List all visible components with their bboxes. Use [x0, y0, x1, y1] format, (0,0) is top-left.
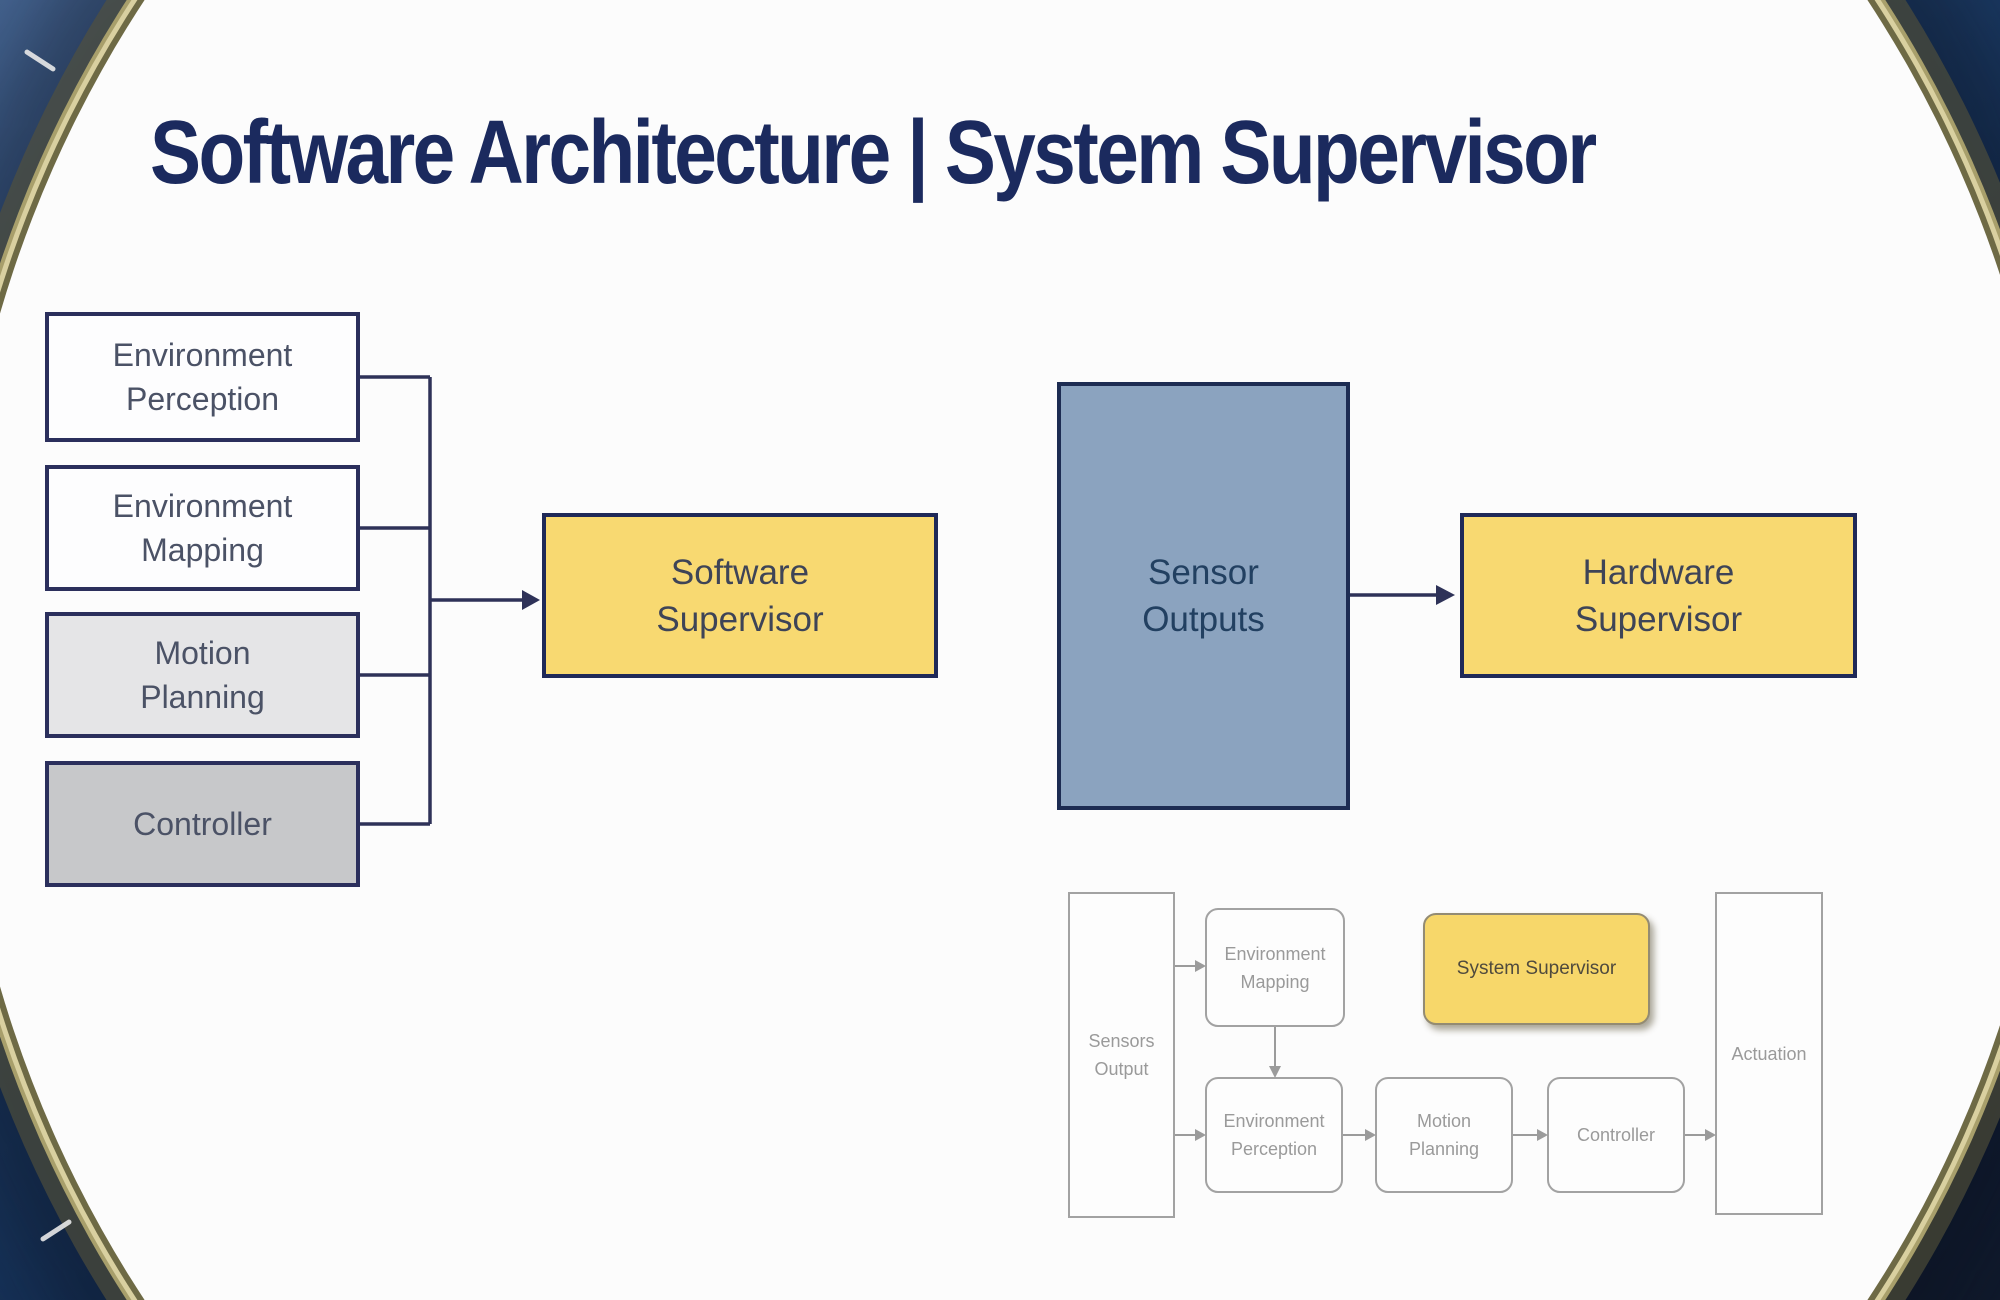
ring-tick-top-left — [23, 48, 57, 73]
mini-sensors-output-box: Sensors Output — [1068, 892, 1175, 1218]
mini-system-supervisor-box: System Supervisor — [1423, 913, 1650, 1025]
environment-perception-box: Environment Perception — [45, 312, 360, 442]
motion-planning-box: Motion Planning — [45, 612, 360, 738]
mini-motion-planning-box: Motion Planning — [1375, 1077, 1513, 1193]
mini-environment-perception-box: Environment Perception — [1205, 1077, 1343, 1193]
environment-mapping-box: Environment Mapping — [45, 465, 360, 591]
slide-title: Software Architecture | System Superviso… — [150, 103, 1597, 203]
mini-controller-box: Controller — [1547, 1077, 1685, 1193]
sensor-outputs-box: Sensor Outputs — [1057, 382, 1350, 810]
ring-tick-bottom-left — [39, 1218, 73, 1243]
software-supervisor-box: Software Supervisor — [542, 513, 938, 678]
mini-environment-mapping-box: Environment Mapping — [1205, 908, 1345, 1027]
mini-actuation-box: Actuation — [1715, 892, 1823, 1215]
controller-box: Controller — [45, 761, 360, 887]
hardware-supervisor-box: Hardware Supervisor — [1460, 513, 1857, 678]
